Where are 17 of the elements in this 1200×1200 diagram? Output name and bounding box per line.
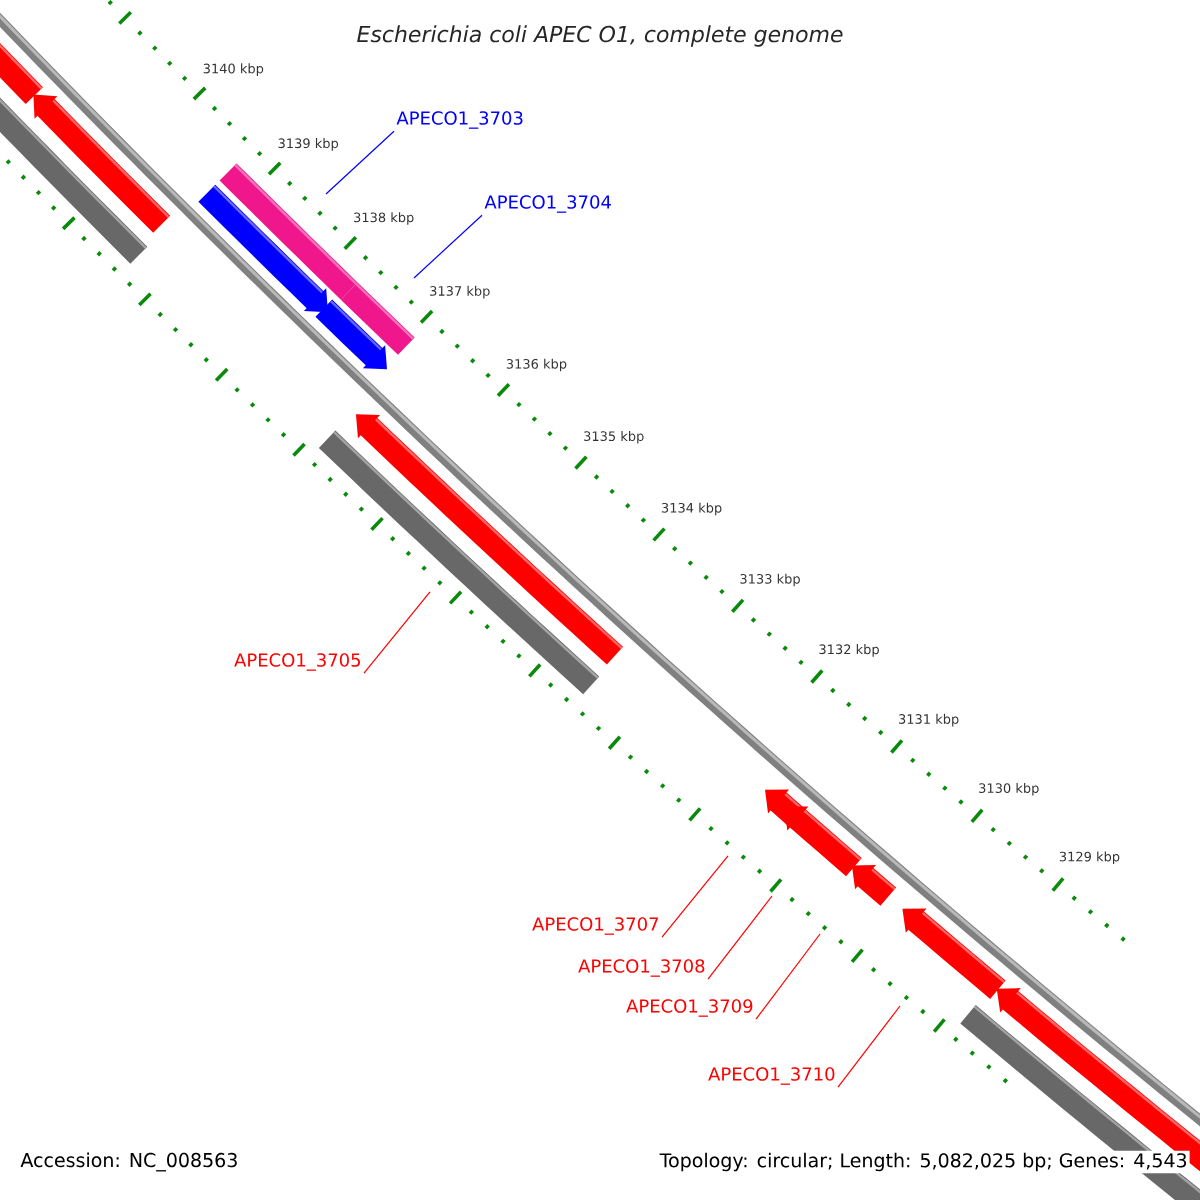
accession-text: Accession: NC_008563 [20,1152,237,1172]
leader-line [661,855,729,938]
gene-label: APECO1_3703 [396,111,523,129]
leader-line [755,933,821,1020]
gene-label: APECO1_3704 [484,195,611,213]
leader-line [413,214,483,279]
gene-label: APECO1_3705 [234,653,360,671]
gene-label: APECO1_3709 [626,999,753,1017]
leader-line [363,591,431,674]
leader-line [707,895,773,980]
gene-label: APECO1_3710 [708,1067,835,1085]
gene-label: APECO1_3707 [532,917,659,935]
leader-line [837,1005,901,1088]
genome-info-text: Topology: circular; Length: 5,082,025 bp; Genes: 4,543 [657,1150,1190,1174]
leader-line [325,130,395,195]
gene-label: APECO1_3708 [578,959,705,977]
title: Escherichia coli APEC O1, complete genome [357,25,843,47]
